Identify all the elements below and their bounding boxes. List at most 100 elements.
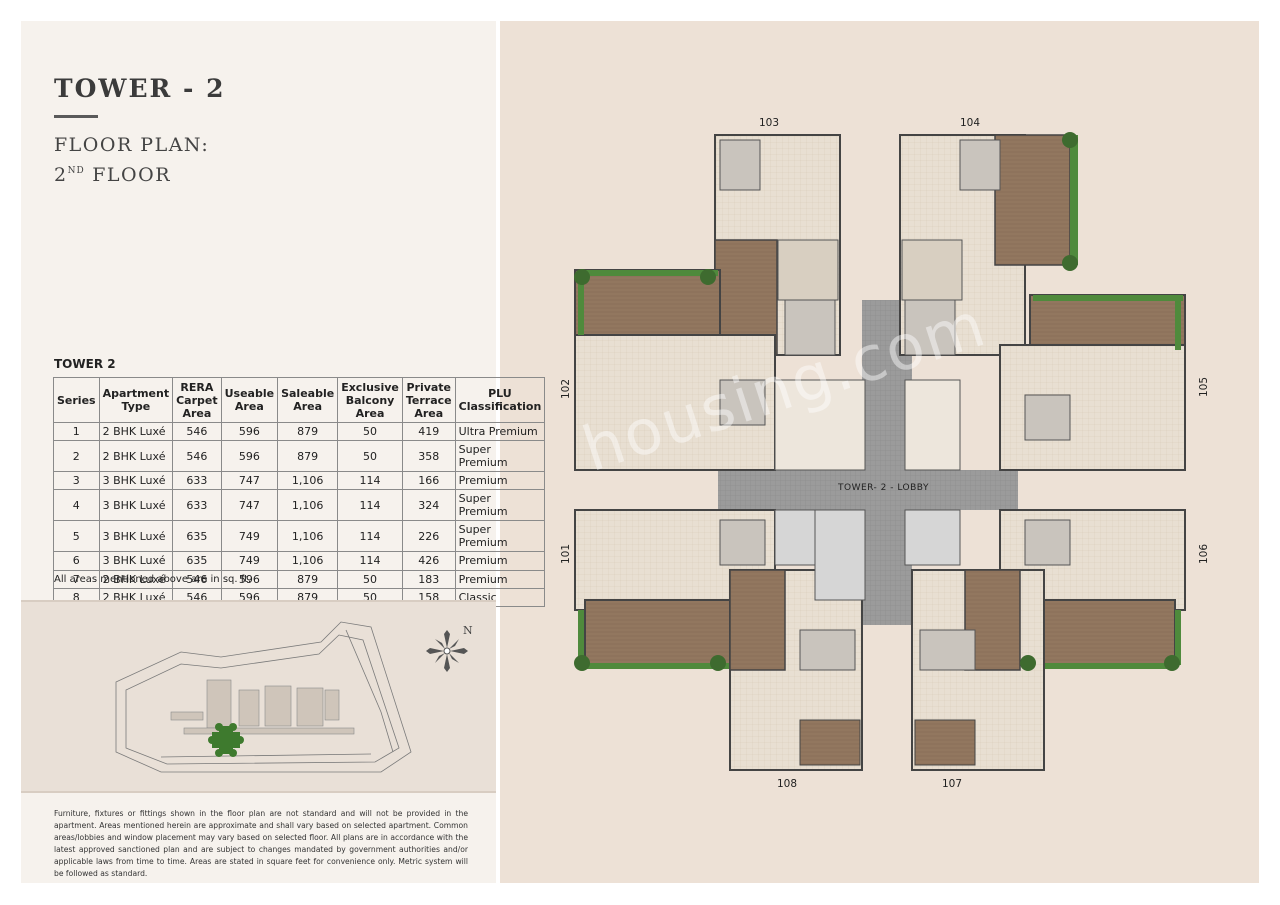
title-divider [54,115,98,118]
col-useable: Useable Area [220,377,279,423]
cell: 50 [337,440,403,473]
cell: Super Premium [454,489,546,522]
unit-label-101: 101 [560,543,573,565]
unit-103 [714,134,841,356]
cell: Ultra Premium [454,421,546,442]
unit-104 [899,134,1078,356]
corridor-horizontal [718,470,1018,510]
col-rera-carpet: RERA Carpet Area [172,377,222,423]
unit-label-103: 103 [759,117,780,129]
lift-left [774,509,816,566]
cell: 4 [53,489,100,522]
floor-plan-subtitle: FLOOR PLAN: 2ND FLOOR [54,132,209,188]
unit-label-102: 102 [560,378,573,400]
col-series: Series [53,377,100,423]
cell: 749 [220,551,279,571]
cell: 546 [172,421,222,442]
col-plu: PLU Classification [454,377,546,423]
table-heading: TOWER 2 [54,357,116,371]
cell: 50 [337,421,403,442]
col-apartment-type: Apartment Type [98,377,174,423]
disclaimer: Furniture, fixtures or fittings shown in… [54,809,468,878]
unit-label-104: 104 [960,117,981,129]
stair-core-right [904,379,961,471]
cell: 635 [172,520,222,553]
cell: 3 [53,471,100,491]
cell: 166 [401,471,456,491]
cell: Premium [454,551,546,571]
lift-center-left [814,509,866,601]
cell: 3 BHK Luxé [98,520,174,553]
cell: 546 [172,440,222,473]
cell: 2 BHK Luxé [98,440,174,473]
cell: Premium [454,471,546,491]
cell: 3 BHK Luxé [98,551,174,571]
cell: 879 [277,421,339,442]
cell: 1 [53,421,100,442]
cell: 226 [401,520,456,553]
cell: 879 [277,440,339,473]
area-table: Series Apartment Type RERA Carpet Area U… [53,377,546,607]
compass-icon [426,630,468,672]
cell: 3 BHK Luxé [98,471,174,491]
cell: Premium [454,569,546,589]
cell: Super Premium [454,440,546,473]
cell: 5 [53,520,100,553]
cell: 1,106 [277,551,339,571]
cell: 633 [172,471,222,491]
cell: 183 [401,569,456,589]
cell: 1,106 [277,471,339,491]
col-saleable: Saleable Area [277,377,339,423]
cell: 1,106 [277,520,339,553]
unit-102 [574,269,776,471]
cell: 114 [337,489,403,522]
col-balcony: Exclusive Balcony Area [337,377,403,423]
cell: 596 [220,569,279,589]
floor-number: 2 [54,164,68,186]
cell: 2 BHK Luxé [98,421,174,442]
unit-107 [911,569,1045,771]
cell: 747 [220,489,279,522]
key-plan [21,600,496,793]
cell: Super Premium [454,520,546,553]
cell: 114 [337,520,403,553]
cell: 114 [337,551,403,571]
col-terrace: Private Terrace Area [401,377,456,423]
cell: 596 [220,440,279,473]
unit-label-108: 108 [777,778,798,790]
cell: 596 [220,421,279,442]
site-key-plan-graphic [115,621,412,773]
cell: 114 [337,471,403,491]
cell: 419 [401,421,456,442]
lift-right [904,509,961,566]
floor-word: FLOOR [92,164,171,186]
subtitle-line2: 2ND FLOOR [54,158,209,188]
cell: 879 [277,569,339,589]
table-header-row: Series Apartment Type RERA Carpet Area U… [53,377,546,423]
unit-label-106: 106 [1198,543,1211,565]
unit-108 [729,569,863,771]
unit-label-107: 107 [942,778,963,790]
cell: 747 [220,471,279,491]
cell: 633 [172,489,222,522]
subtitle-line1: FLOOR PLAN: [54,134,210,156]
unit-label-105: 105 [1198,376,1211,398]
cell: 358 [401,440,456,473]
floor-plan-drawing [574,132,1186,771]
cell: 3 BHK Luxé [98,489,174,522]
table-note: All areas mentioned above are in sq. ft. [54,574,252,585]
tower-title: TOWER - 2 [54,74,226,103]
highlighted-tower-2 [208,723,244,757]
cell: 635 [172,551,222,571]
cell: 2 [53,440,100,473]
cell: 426 [401,551,456,571]
lobby-label: TOWER- 2 - LOBBY [838,483,929,493]
floor-suffix: ND [67,166,85,176]
